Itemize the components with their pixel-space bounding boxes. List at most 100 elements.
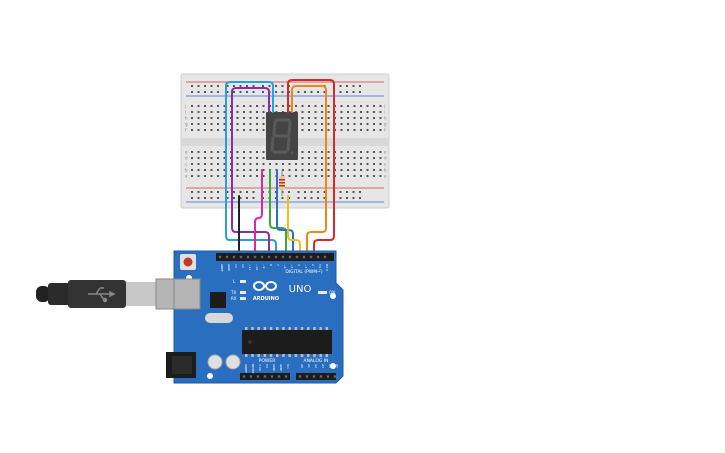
digital-pin-label: AREF — [220, 264, 224, 272]
breadboard-hole — [191, 105, 193, 107]
breadboard-hole — [308, 117, 310, 119]
rail-hole — [323, 91, 326, 93]
analog-pin — [333, 375, 337, 378]
breadboard-hole — [197, 117, 200, 119]
breadboard-hole — [210, 169, 213, 171]
breadboard-hole — [301, 169, 304, 171]
breadboard-hole — [236, 129, 239, 131]
led-rx — [240, 297, 246, 300]
power-pin — [256, 375, 260, 378]
breadboard-hole — [353, 123, 356, 125]
breadboard-hole — [288, 169, 291, 171]
rail-hole — [197, 91, 200, 93]
rail-hole — [246, 197, 248, 199]
breadboard-hole — [379, 129, 382, 131]
rail-hole — [246, 85, 248, 87]
analog-pin — [319, 375, 323, 378]
breadboard-hole — [191, 123, 193, 125]
breadboard-hole — [353, 169, 356, 171]
analog-pin-label: A3 — [321, 364, 325, 368]
power-pin-label: 3.3V — [258, 364, 262, 372]
breadboard-hole — [217, 111, 219, 113]
breadboard-hole — [373, 117, 375, 119]
rail-hole — [346, 191, 348, 193]
breadboard-hole — [191, 169, 193, 171]
rail-hole — [310, 91, 313, 93]
breadboard-hole — [223, 169, 226, 171]
rail-hole — [288, 191, 290, 193]
breadboard-hole — [256, 169, 258, 171]
breadboard-hole — [379, 105, 382, 107]
digital-label: DIGITAL (PWM~) — [285, 269, 323, 275]
rail-hole — [239, 91, 242, 93]
breadboard-hole — [282, 105, 284, 107]
breadboard-hole — [321, 111, 323, 113]
row-letter: d — [185, 156, 188, 161]
rail-hole — [304, 191, 306, 193]
digital-pin — [253, 255, 257, 259]
breadboard-hole — [308, 175, 310, 177]
rail-hole — [191, 197, 193, 199]
row-letter: i — [384, 110, 385, 115]
breadboard-hole — [256, 175, 258, 177]
breadboard-hole — [360, 117, 362, 119]
ic-pin — [313, 354, 316, 357]
breadboard-hole — [243, 117, 245, 119]
rail-hole — [252, 85, 255, 87]
breadboard-hole — [197, 111, 200, 113]
decimal-point — [290, 151, 294, 155]
breadboard-hole — [327, 157, 330, 159]
breadboard-hole — [353, 129, 356, 131]
rail-hole — [210, 91, 213, 93]
breadboard-hole — [314, 129, 317, 131]
rail-hole — [226, 85, 229, 87]
breadboard-hole — [327, 163, 330, 165]
breadboard-hole — [321, 123, 323, 125]
power-pin — [242, 375, 246, 378]
breadboard-hole — [236, 169, 239, 171]
breadboard-hole — [217, 175, 219, 177]
rail-hole — [359, 91, 361, 93]
breadboard-hole — [204, 175, 206, 177]
led-l — [240, 280, 246, 283]
breadboard-hole — [301, 175, 304, 177]
breadboard-hole — [223, 105, 226, 107]
rail-hole — [323, 191, 326, 193]
row-letter: j — [184, 104, 186, 109]
breadboard-hole — [373, 123, 375, 125]
breadboard-hole — [314, 117, 317, 119]
breadboard-hole — [249, 123, 252, 125]
breadboard-hole — [360, 175, 362, 177]
row-letter: d — [384, 156, 387, 161]
ic-pin — [251, 327, 254, 330]
breadboard-hole — [366, 129, 369, 131]
power-pin-label: Vin — [286, 364, 290, 369]
digital-pin-label: 7 — [276, 264, 280, 266]
breadboard-hole — [262, 169, 265, 171]
rail-hole — [226, 91, 229, 93]
breadboard-hole — [366, 169, 369, 171]
resistor — [279, 170, 285, 196]
breadboard-hole — [197, 175, 200, 177]
ic-pin — [245, 354, 248, 357]
breadboard-hole — [321, 117, 323, 119]
breadboard-hole — [223, 129, 226, 131]
breadboard-hole — [243, 105, 245, 107]
digital-pin — [267, 255, 271, 259]
digital-pin-label: 4 — [297, 264, 301, 266]
analog-pin — [305, 375, 309, 378]
digital-pin — [260, 255, 264, 259]
rail-hole — [217, 91, 219, 93]
breadboard-hole — [360, 105, 362, 107]
breadboard-hole — [217, 157, 219, 159]
arduino-board: ARDUINO UNO DIGITAL (PWM~) POWER ANALOG … — [166, 250, 344, 384]
digital-pin-label: ~10 — [255, 264, 259, 270]
digital-pin-label: ~3 — [304, 264, 308, 269]
breadboard-hole — [353, 157, 356, 159]
reset-button[interactable] — [180, 254, 196, 270]
power-pin-label: GND — [272, 364, 276, 372]
usb-icon — [88, 287, 116, 303]
breadboard-hole — [340, 111, 343, 113]
rail-hole — [204, 91, 206, 93]
breadboard-hole — [301, 157, 304, 159]
